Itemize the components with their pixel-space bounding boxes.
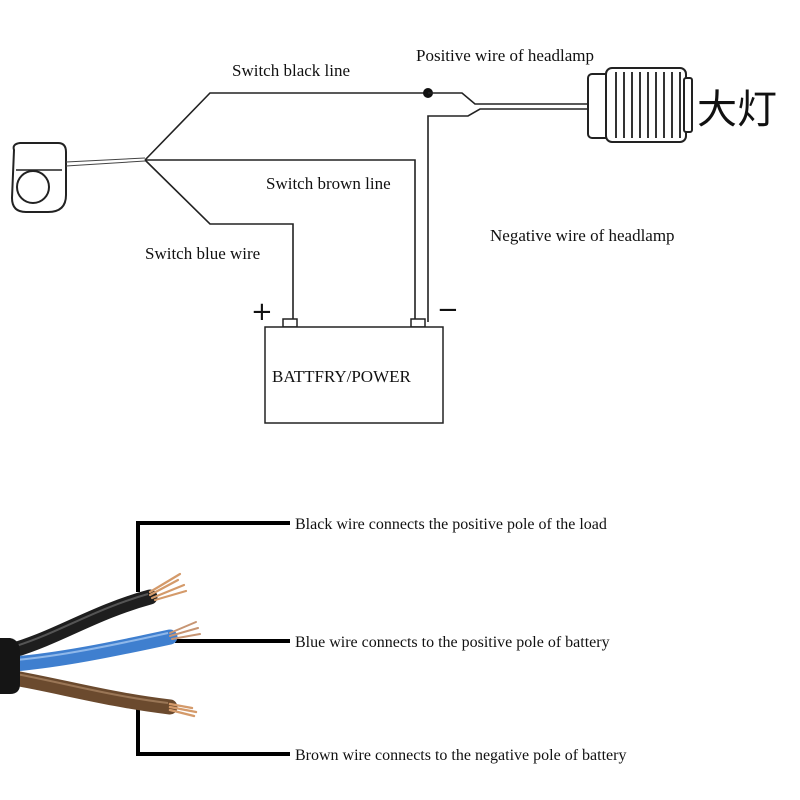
battery-label: BATTFRY/POWER [272, 367, 412, 386]
positive-wire-headlamp-label: Positive wire of headlamp [416, 46, 594, 65]
battery-box [264, 318, 444, 424]
cable-illustration [0, 572, 201, 718]
black-wire-copper-tip [148, 572, 188, 602]
black-wire-leader [136, 521, 290, 592]
headlamp-icon [587, 67, 693, 143]
leader-lines [136, 521, 290, 756]
negative-wire-headlamp-label: Negative wire of headlamp [490, 226, 675, 245]
brown-wire-leader [136, 708, 290, 756]
positive-headlamp-wire [423, 88, 590, 322]
brown-wire-copper-tip [168, 702, 198, 718]
switch-blue-wire-label: Switch blue wire [145, 244, 260, 263]
handlebar-switch-icon [10, 142, 67, 213]
plus-terminal-label: + [251, 297, 273, 327]
brown-wire-label: Brown wire connects to the negative pole… [295, 747, 626, 764]
brown-wire [6, 670, 178, 715]
blue-wire-label: Blue wire connects to the positive pole … [295, 634, 610, 651]
minus-terminal-label: − [437, 295, 459, 325]
cable-sheath [0, 638, 20, 694]
switch-wires [65, 92, 428, 322]
black-wire-label: Black wire connects the positive pole of… [295, 516, 607, 533]
switch-brown-line-label: Switch brown line [266, 174, 391, 193]
negative-headlamp-wire [427, 108, 590, 322]
headlamp-cn-label: 大灯 [697, 87, 777, 133]
blue-wire-copper-tip [169, 621, 201, 640]
black-wire [6, 589, 158, 658]
blue-wire [6, 629, 178, 672]
switch-black-line-label: Switch black line [232, 61, 350, 80]
